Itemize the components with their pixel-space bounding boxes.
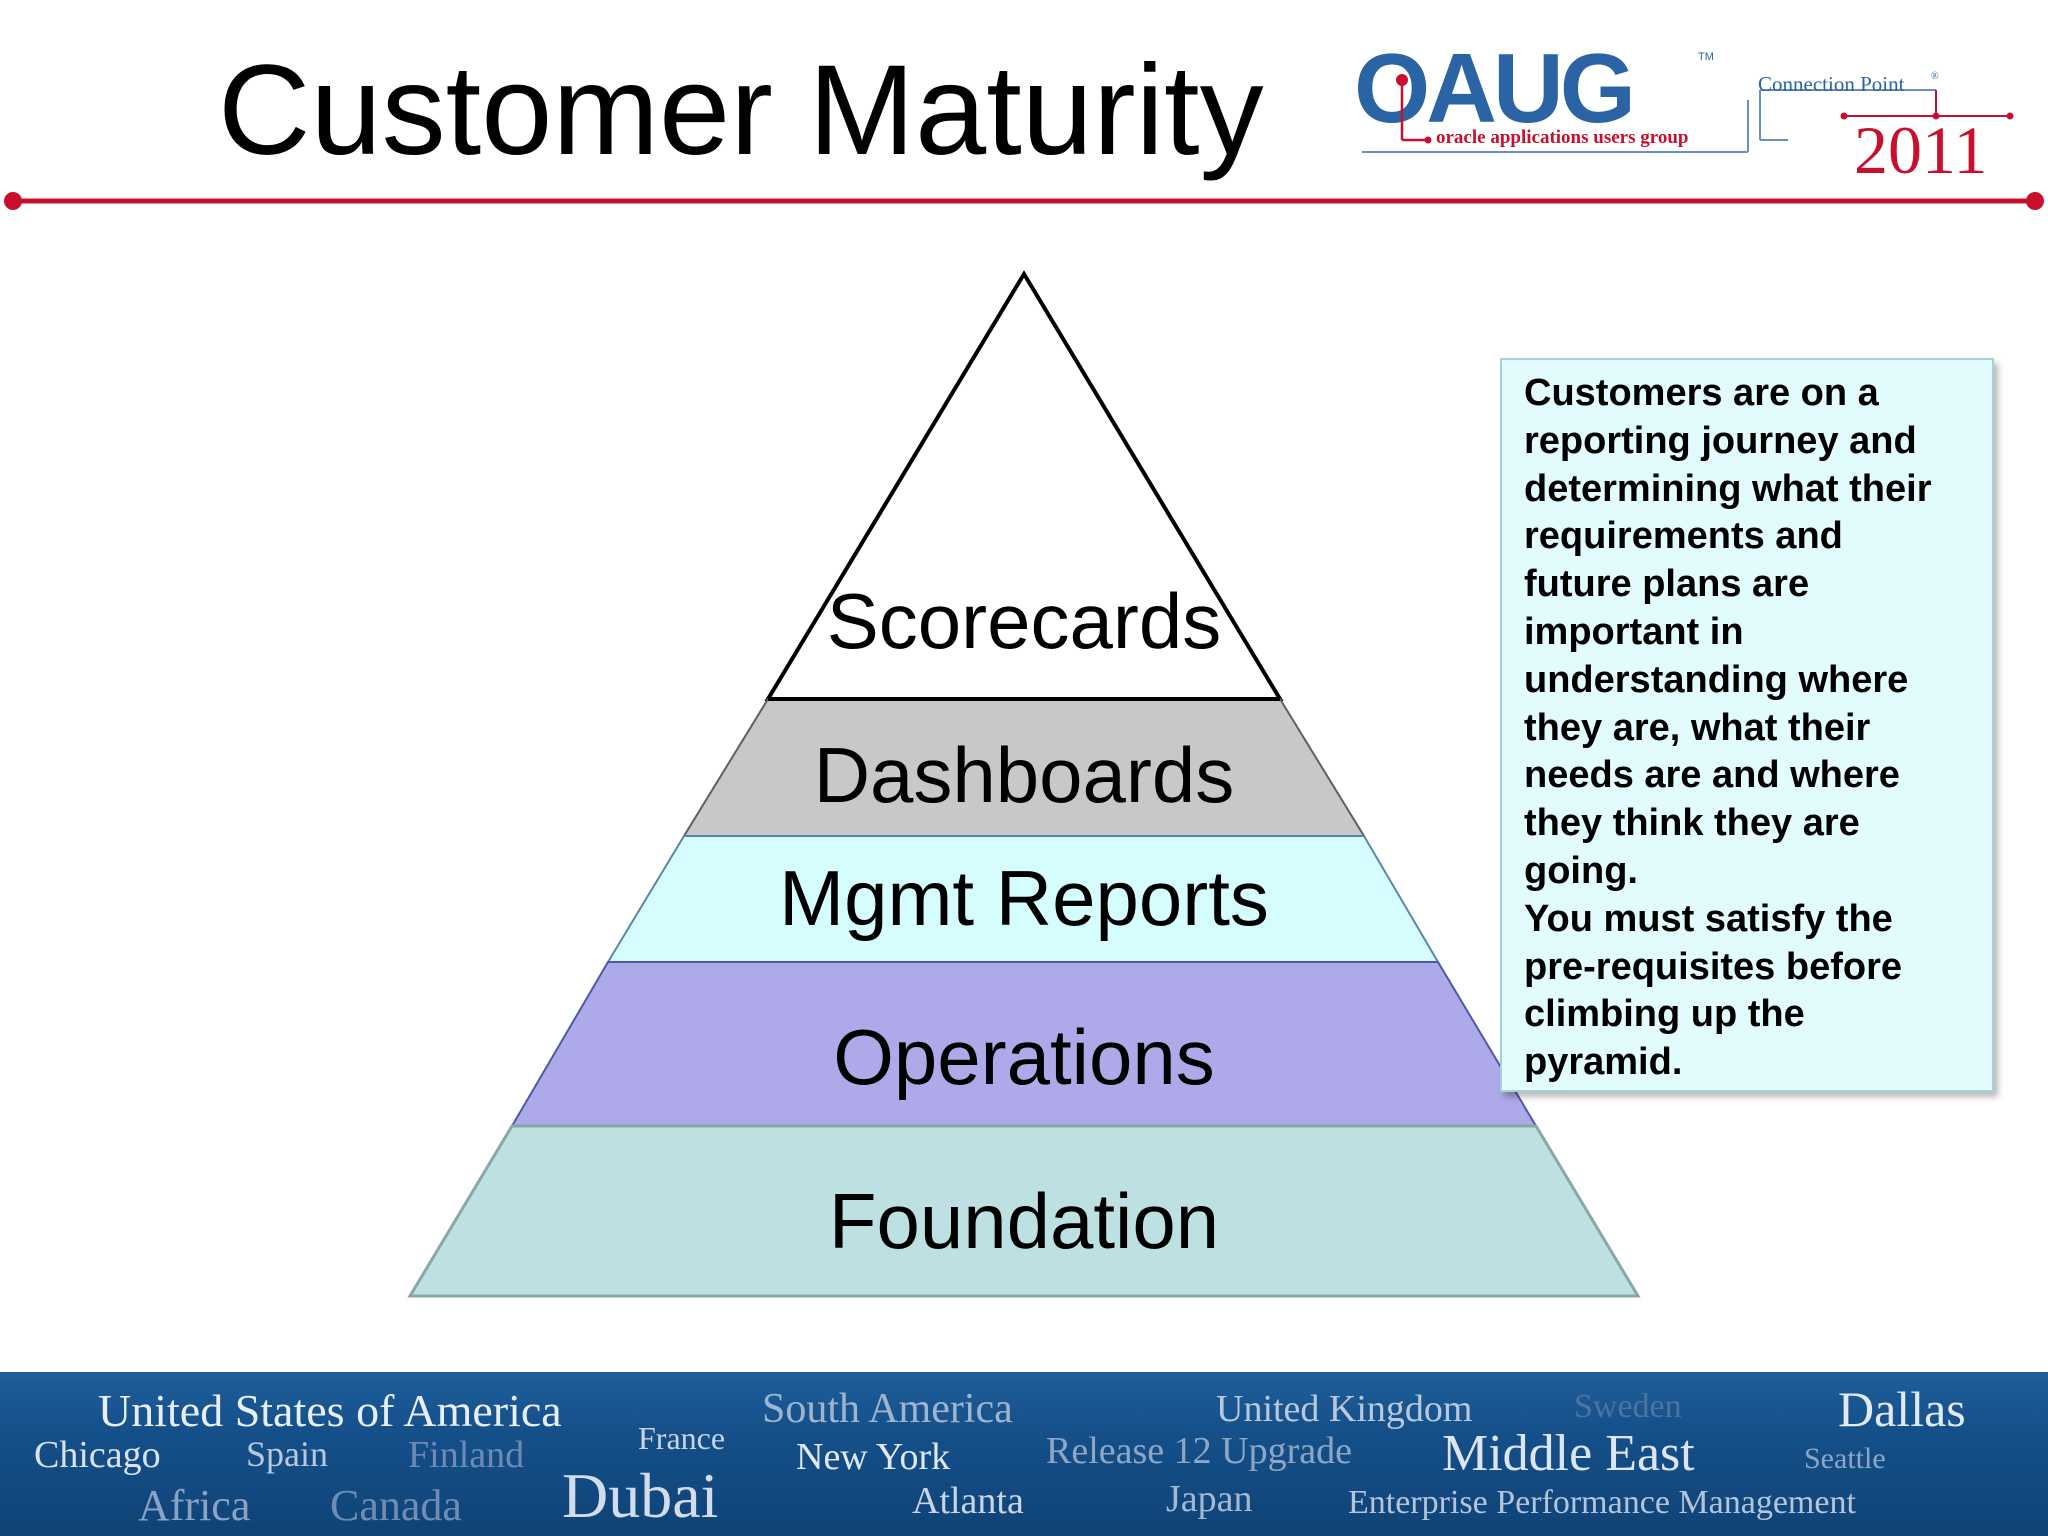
banner-word-new-york: New York xyxy=(796,1436,951,1478)
banner-word-finland: Finland xyxy=(408,1434,525,1476)
banner-word-seattle: Seattle xyxy=(1804,1442,1886,1475)
tier-label-foundation: Foundation xyxy=(829,1177,1219,1265)
callout-text: Customers are on a reporting journey and… xyxy=(1524,372,1932,1084)
banner-word-dallas: Dallas xyxy=(1838,1381,1966,1437)
banner-word-dubai: Dubai xyxy=(562,1460,719,1531)
footer-banner: United States of America Chicago Spain F… xyxy=(0,1372,2048,1536)
banner-word-usa: United States of America xyxy=(98,1385,562,1436)
banner-word-atlanta: Atlanta xyxy=(912,1480,1024,1522)
title-divider xyxy=(4,192,2044,210)
oaug-connection-point-logo: OAUG TM oracle applications users group xyxy=(1352,34,2020,184)
tier-label-operations: Operations xyxy=(833,1013,1215,1101)
tier-label-dashboards: Dashboards xyxy=(814,731,1235,819)
banner-word-africa: Africa xyxy=(138,1481,251,1530)
banner-word-united-kingdom: United Kingdom xyxy=(1216,1388,1473,1430)
banner-word-france: France xyxy=(638,1420,726,1456)
pyramid-tier-foundation xyxy=(407,1124,1641,1298)
banner-word-release-12: Release 12 Upgrade xyxy=(1046,1430,1352,1472)
tier-label-scorecards: Scorecards xyxy=(827,577,1222,665)
tier-label-mgmt-reports: Mgmt Reports xyxy=(779,854,1269,942)
logo-trademark: TM xyxy=(1698,51,1714,63)
logo-event-name: Connection Point xyxy=(1758,72,1905,96)
banner-word-south-america: South America xyxy=(762,1386,1013,1432)
banner-word-middle-east: Middle East xyxy=(1442,1425,1695,1482)
logo-connector-lines xyxy=(1362,74,2014,153)
banner-word-chicago: Chicago xyxy=(34,1434,161,1476)
logo-graphic: OAUG TM oracle applications users group xyxy=(1354,34,2014,184)
banner-word-sweden: Sweden xyxy=(1574,1388,1682,1425)
logo-event-mark: ® xyxy=(1931,71,1939,82)
explanation-callout: Customers are on a reporting journey and… xyxy=(1500,358,1994,1092)
logo-subtitle: oracle applications users group xyxy=(1436,127,1688,148)
banner-word-canada: Canada xyxy=(330,1481,462,1530)
logo-year: 2011 xyxy=(1854,112,1987,184)
slide-title: Customer Maturity xyxy=(218,39,1264,182)
banner-word-spain: Spain xyxy=(246,1434,329,1474)
banner-word-epm: Enterprise Performance Management xyxy=(1348,1484,1856,1521)
banner-word-japan: Japan xyxy=(1166,1478,1253,1520)
